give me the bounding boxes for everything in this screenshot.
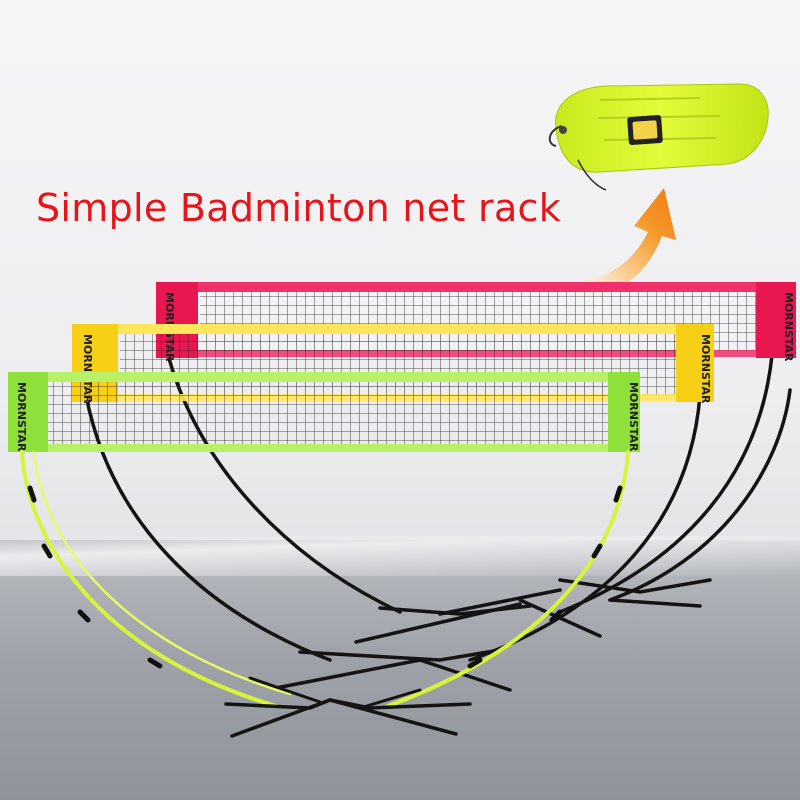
green-net: MORNSTAR MORNSTAR: [8, 372, 640, 452]
floor: [0, 540, 800, 800]
brand-label: MORNSTAR: [627, 382, 640, 452]
brand-label: MORNSTAR: [15, 382, 28, 452]
curved-arrow-icon: [566, 188, 676, 299]
headline-text: Simple Badminton net rack: [36, 186, 562, 230]
floor-edge: [0, 536, 800, 576]
brand-label: MORNSTAR: [699, 334, 712, 404]
green-pole-frame: [20, 450, 630, 738]
carry-bag-image: [548, 83, 769, 191]
brand-label: MORNSTAR: [782, 292, 795, 362]
